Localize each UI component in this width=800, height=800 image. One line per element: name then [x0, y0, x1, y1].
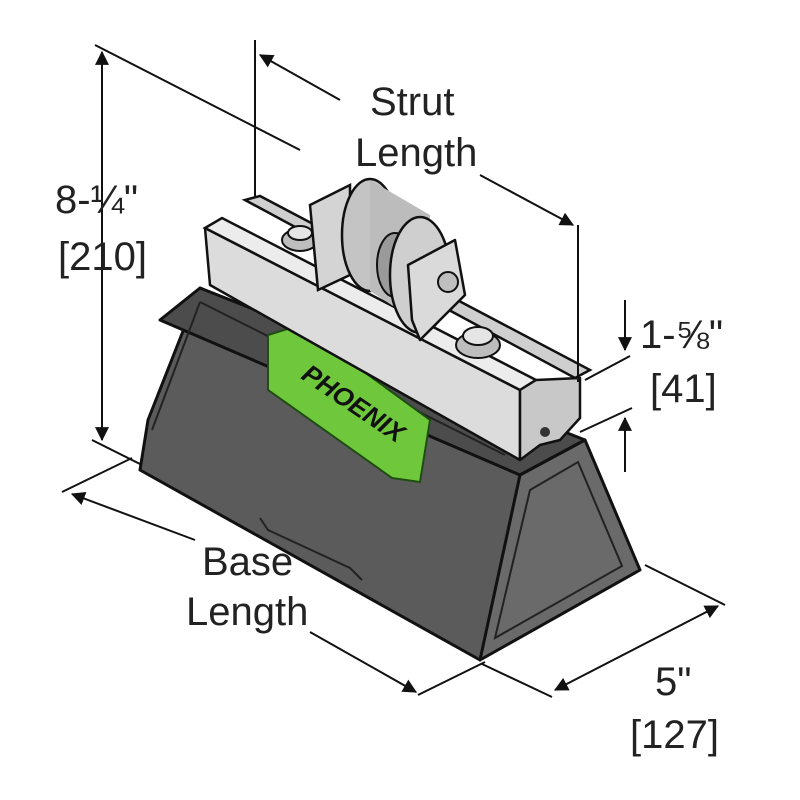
roller-bracket-front [406, 238, 467, 342]
height-extension-top [94, 44, 301, 151]
base-extension-right [417, 661, 486, 696]
width-imperial-label: 5" [655, 660, 691, 704]
width-extension-right [644, 564, 726, 606]
strut-height-ext-top [584, 355, 631, 381]
base-extension-left [61, 457, 133, 493]
base-bottom-notch [259, 517, 363, 581]
height-metric-label: [210] [58, 235, 147, 279]
strut-length-label-line2: Length [355, 131, 477, 175]
base-end-face [478, 438, 642, 662]
roller-axle [437, 271, 459, 293]
strut-end-profile [518, 376, 582, 462]
strut-height-imperial-label: 1-⅝" [640, 313, 723, 357]
height-extension-bottom [91, 439, 141, 465]
strut-length-arrow-right [479, 174, 575, 226]
height-imperial-label: 8-¼" [55, 178, 138, 222]
strut-height-ext-bottom [579, 407, 633, 433]
dimension-lines [61, 40, 726, 698]
strut-length-label-line1: Strut [370, 80, 454, 124]
bolt-right [455, 326, 501, 359]
roller-assembly [308, 177, 467, 342]
base-length-label-line2: Length [186, 590, 308, 634]
width-dimension-line [553, 605, 720, 691]
strut-length-arrow-left [258, 54, 341, 101]
base-end-bevel [493, 460, 624, 641]
base-length-arrow-left [70, 491, 196, 541]
base-length-arrow-right [309, 631, 418, 693]
strut-end-hole [540, 427, 550, 437]
width-metric-label: [127] [630, 713, 719, 757]
base-length-label-line1: Base [202, 540, 293, 584]
strut-height-metric-label: [41] [650, 367, 717, 411]
width-extension-left [481, 663, 553, 698]
